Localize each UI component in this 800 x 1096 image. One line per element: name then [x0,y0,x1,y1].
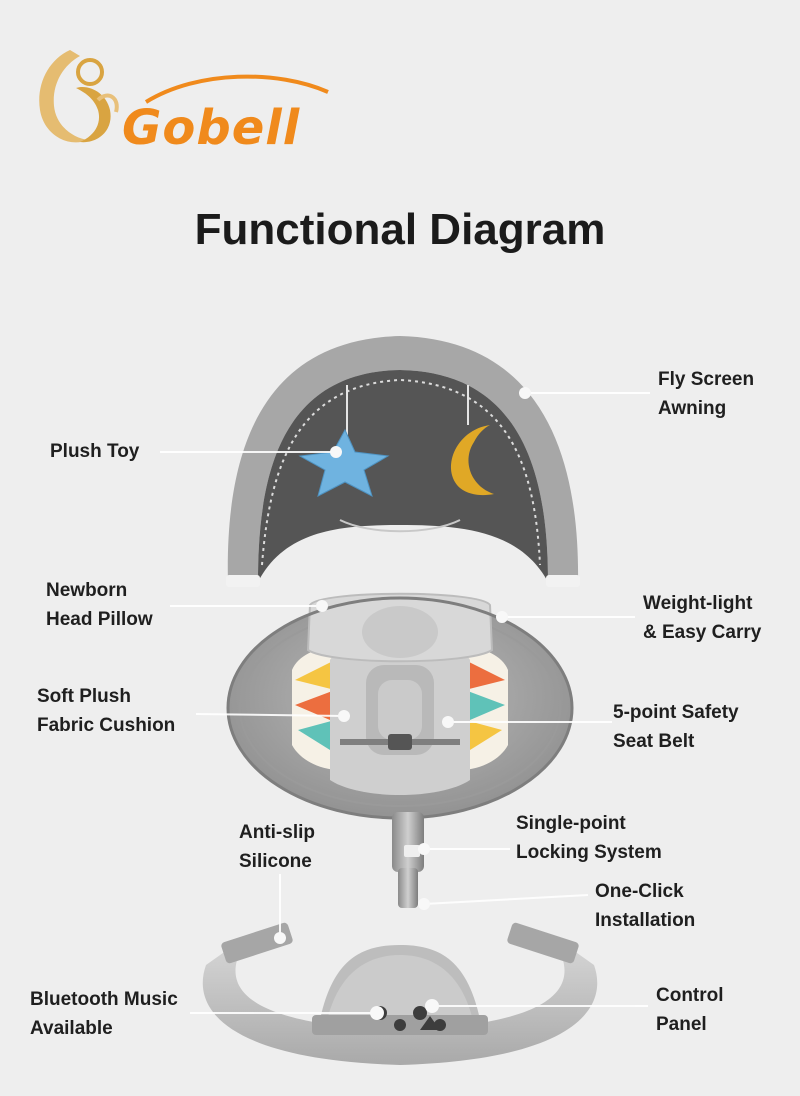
swing-base [202,922,598,1065]
page-title: Functional Diagram [194,205,606,254]
brand-name: Gobell [122,100,301,156]
moon-toy-icon [451,425,494,496]
brand-logo-icon [39,50,329,143]
star-toy-icon [298,428,390,497]
canopy-awning [226,336,580,587]
label-weight-light: Weight-light& Easy Carry [643,593,762,643]
label-plush-toy: Plush Toy [50,441,140,462]
seat-body [226,592,574,820]
